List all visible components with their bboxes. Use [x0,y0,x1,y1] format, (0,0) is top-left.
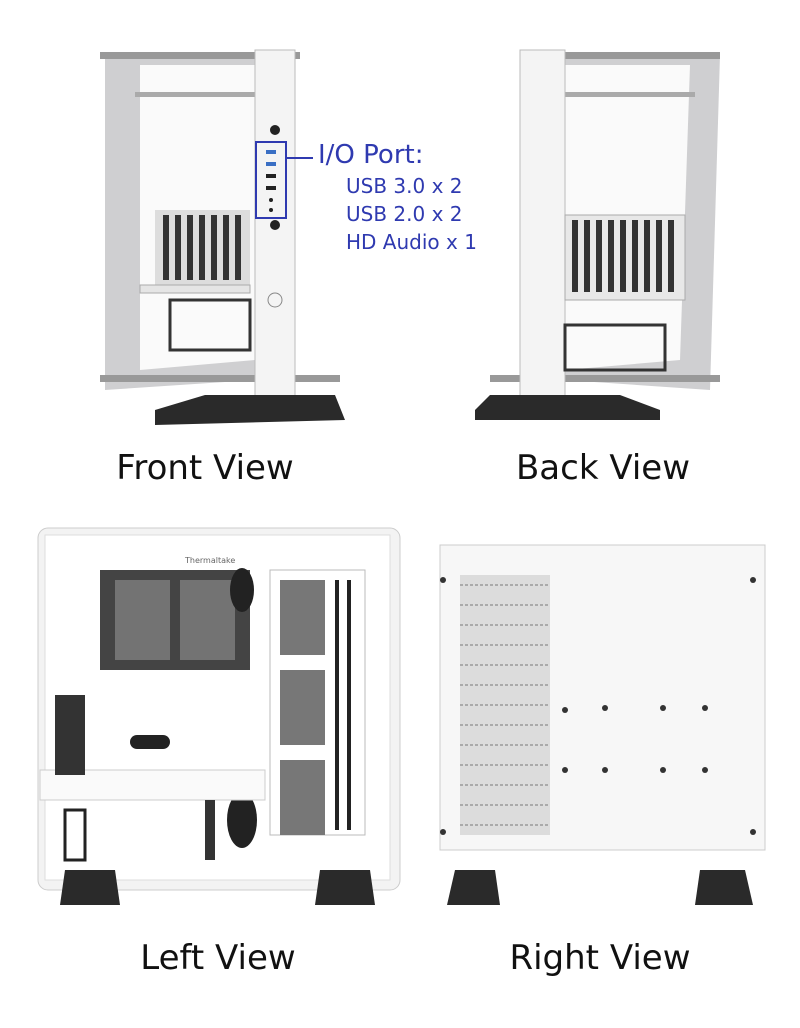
left-view-image: Thermaltake [37,527,401,905]
io-port-usb3: USB 3.0 x 2 [346,174,463,198]
right-view-image [439,544,766,905]
thermaltake-logo-text: Thermaltake [184,556,235,565]
back-view-label: Back View [515,448,691,488]
right-view-label: Right View [509,938,691,978]
back-view-image [475,49,720,420]
io-port-usb2: USB 2.0 x 2 [346,202,463,226]
front-view-image [100,49,345,425]
io-port-audio: HD Audio x 1 [346,230,477,254]
front-view-label: Front View [116,448,294,488]
callout-connector-line [287,157,313,159]
left-view-label: Left View [140,938,296,978]
io-port-callout: I/O Port: USB 3.0 x 2 USB 2.0 x 2 HD Aud… [0,0,800,300]
io-port-title: I/O Port: [318,140,424,170]
